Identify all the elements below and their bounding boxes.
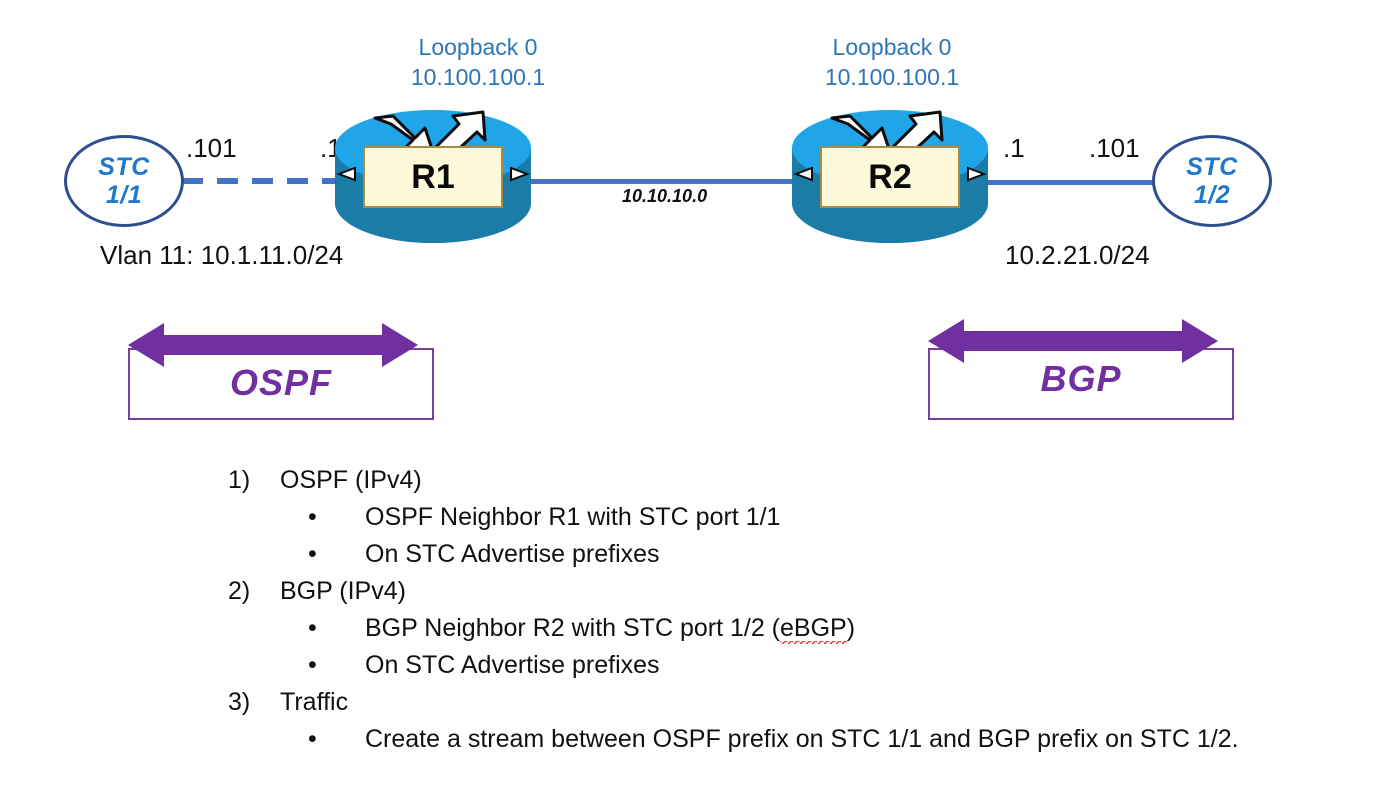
router2-loopback-ip: 10.100.100.1 <box>824 64 960 90</box>
stc-node-1-1-line2: 1/1 <box>105 181 143 209</box>
note-item-3-text: Traffic <box>280 688 349 716</box>
router-r1-name: R1 <box>363 146 503 208</box>
right-subnet-label: 10.2.21.0/24 <box>1005 240 1150 270</box>
bullet-icon: • <box>308 651 317 679</box>
left-subnet-label: Vlan 11: 10.1.11.0/24 <box>100 240 344 270</box>
bullet-icon: • <box>308 614 317 642</box>
stc-node-1-2[interactable]: STC 1/2 <box>1152 135 1272 227</box>
note-item-3: 3) Traffic <box>228 684 1228 721</box>
router1-loopback-ip: 10.100.100.1 <box>410 64 546 90</box>
note-item-2-marker: 2) <box>228 577 251 605</box>
inter-router-link-label: 10.10.10.0 <box>622 186 708 206</box>
note-item-3-marker: 3) <box>228 688 251 716</box>
note-item-1-sub-2-text: On STC Advertise prefixes <box>365 540 660 568</box>
note-item-2: 2) BGP (IPv4) <box>228 573 1228 610</box>
note-item-2-sub-1-misspelled: eBGP <box>780 614 847 644</box>
bullet-icon: • <box>308 503 317 531</box>
link-stc1-to-r1 <box>182 178 350 184</box>
note-item-2-sub-1-post: ) <box>846 614 856 642</box>
protocol-label-bgp: BGP <box>1040 358 1122 399</box>
bullet-icon: • <box>308 540 317 568</box>
link-r1-to-r2 <box>520 179 810 184</box>
note-item-2-sub-1-pre: BGP Neighbor R2 with STC port 1/2 ( <box>365 614 780 642</box>
note-item-2-sub-2: • On STC Advertise prefixes <box>228 647 1228 684</box>
note-item-2-sub-2-text: On STC Advertise prefixes <box>365 651 660 679</box>
bgp-double-arrow-icon <box>928 318 1218 369</box>
r2-right-ip-label: .1 <box>1003 133 1025 163</box>
bullet-icon: • <box>308 725 317 753</box>
ospf-double-arrow-icon <box>128 322 418 373</box>
note-item-1-text: OSPF (IPv4) <box>280 466 422 494</box>
note-item-1-sub-2: • On STC Advertise prefixes <box>228 536 1228 573</box>
stc-node-1-2-line2: 1/2 <box>1193 181 1231 209</box>
note-item-2-sub-1: • BGP Neighbor R2 with STC port 1/2 (eBGP… <box>228 610 1228 647</box>
note-item-1-sub-1: • OSPF Neighbor R1 with STC port 1/1 <box>228 499 1228 536</box>
stc-node-1-1-line1: STC <box>98 153 150 181</box>
router-r1[interactable]: R1 <box>333 108 533 243</box>
router2-loopback-label: Loopback 0 <box>832 34 952 60</box>
note-item-3-sub-1-text: Create a stream between OSPF prefix on S… <box>365 725 1239 753</box>
router1-loopback-caption: Loopback 0 10.100.100.1 <box>378 32 578 92</box>
notes-list: 1) OSPF (IPv4) • OSPF Neighbor R1 with STC… <box>228 462 1239 758</box>
left-stc-ip-label: .101 <box>186 133 237 163</box>
router1-loopback-label: Loopback 0 <box>418 34 538 60</box>
router-r2-name: R2 <box>820 146 960 208</box>
router-r2[interactable]: R2 <box>790 108 990 243</box>
note-item-3-sub-1: • Create a stream between OSPF prefix on … <box>228 721 1239 758</box>
note-item-1-sub-1-text: OSPF Neighbor R1 with STC port 1/1 <box>365 503 781 531</box>
note-item-1-marker: 1) <box>228 466 251 494</box>
protocol-label-ospf: OSPF <box>229 362 332 403</box>
stc-node-1-2-line1: STC <box>1186 153 1238 181</box>
note-item-1: 1) OSPF (IPv4) <box>228 462 1228 499</box>
router2-loopback-caption: Loopback 0 10.100.100.1 <box>792 32 992 92</box>
link-r2-to-stc2 <box>965 180 1155 185</box>
right-stc-ip-label: .101 <box>1089 133 1140 163</box>
note-item-2-text: BGP (IPv4) <box>280 577 406 605</box>
stc-node-1-1[interactable]: STC 1/1 <box>64 135 184 227</box>
